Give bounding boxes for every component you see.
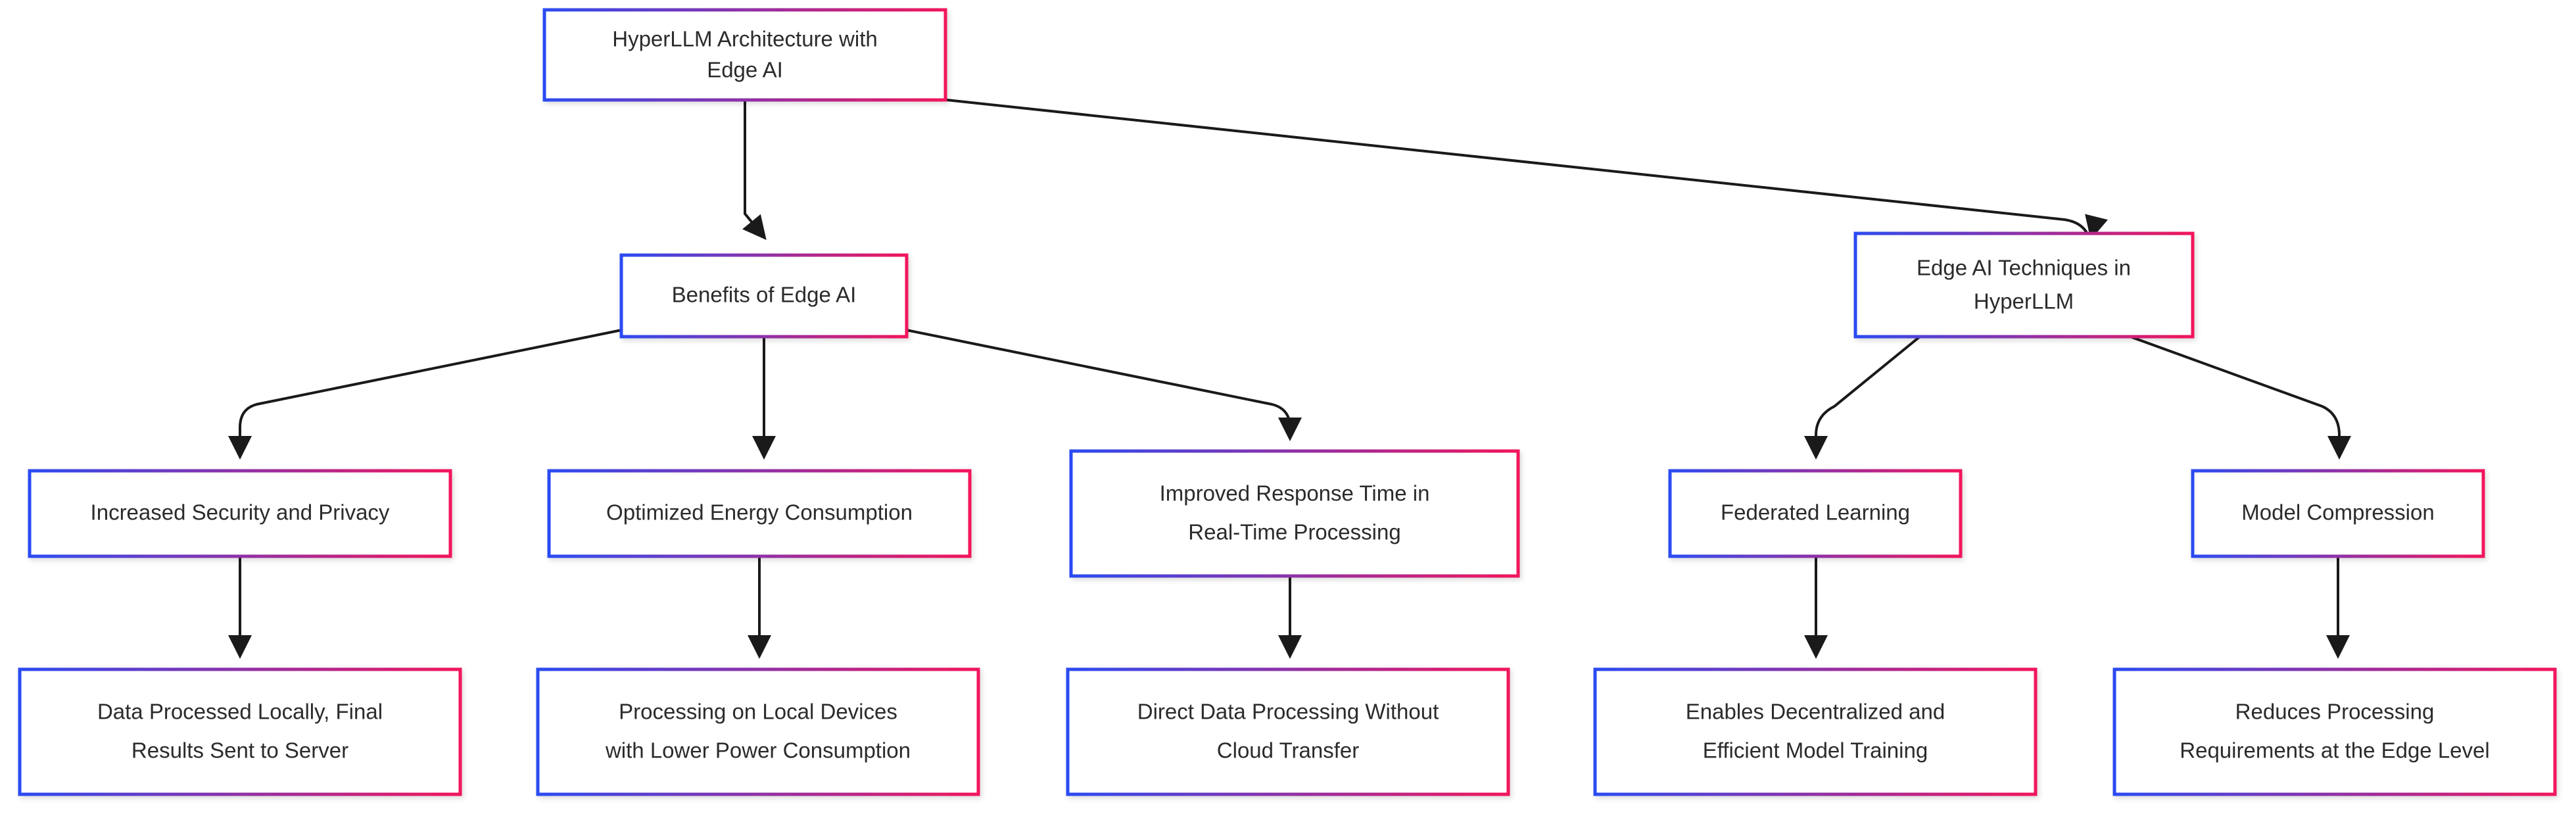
- node-compression-line1: Model Compression: [2241, 500, 2434, 525]
- node-energy-detail-line2: with Lower Power Consumption: [605, 738, 911, 763]
- node-root[interactable]: HyperLLM Architecture with Edge AI: [542, 8, 947, 102]
- node-federated[interactable]: Federated Learning: [1668, 469, 1963, 558]
- node-security[interactable]: Increased Security and Privacy: [28, 469, 452, 558]
- node-response-detail-box[interactable]: [1066, 667, 1510, 796]
- node-federated-detail-line2: Efficient Model Training: [1703, 738, 1928, 763]
- node-techniques-box[interactable]: [1853, 231, 2195, 339]
- node-compression[interactable]: Model Compression: [2191, 469, 2485, 558]
- node-root-line2: Edge AI: [707, 58, 783, 82]
- node-security-detail-line2: Results Sent to Server: [131, 738, 348, 763]
- node-security-detail-line1: Data Processed Locally, Final: [97, 700, 383, 724]
- edge-root-to-techniques: [946, 99, 2092, 251]
- edge-techniques-to-federated: [1804, 335, 1921, 460]
- node-root-line1: HyperLLM Architecture with: [612, 27, 878, 51]
- node-security-detail[interactable]: Data Processed Locally, Final Results Se…: [18, 667, 462, 796]
- node-energy-detail-line1: Processing on Local Devices: [619, 700, 897, 724]
- node-security-detail-box[interactable]: [18, 667, 462, 796]
- node-energy-line1: Optimized Energy Consumption: [606, 500, 913, 525]
- node-root-box[interactable]: [542, 8, 947, 102]
- node-security-line1: Increased Security and Privacy: [91, 500, 390, 525]
- node-benefits-box[interactable]: [619, 253, 909, 339]
- node-techniques-line1: Edge AI Techniques in: [1917, 256, 2131, 280]
- node-response-detail-line1: Direct Data Processing Without: [1137, 700, 1439, 724]
- node-compression-detail-box[interactable]: [2112, 667, 2557, 796]
- node-federated-detail-box[interactable]: [1593, 667, 2038, 796]
- node-federated-detail[interactable]: Enables Decentralized and Efficient Mode…: [1593, 667, 2038, 796]
- node-energy-detail[interactable]: Processing on Local Devices with Lower P…: [536, 667, 980, 796]
- node-techniques[interactable]: Edge AI Techniques in HyperLLM: [1853, 231, 2195, 339]
- node-security-box[interactable]: [28, 469, 452, 558]
- node-compression-detail-line1: Reduces Processing: [2235, 700, 2435, 724]
- node-compression-box[interactable]: [2191, 469, 2485, 558]
- node-benefits-line1: Benefits of Edge AI: [672, 283, 857, 307]
- node-layer: HyperLLM Architecture with Edge AI Benef…: [18, 8, 2557, 796]
- edge-benefits-to-response: [906, 329, 1302, 441]
- node-energy[interactable]: Optimized Energy Consumption: [547, 469, 972, 558]
- node-response-line2: Real-Time Processing: [1188, 520, 1400, 544]
- node-compression-detail-line2: Requirements at the Edge Level: [2180, 738, 2489, 763]
- node-federated-detail-line1: Enables Decentralized and: [1686, 700, 1945, 724]
- node-response[interactable]: Improved Response Time in Real-Time Proc…: [1069, 449, 1520, 578]
- node-response-box[interactable]: [1069, 449, 1520, 578]
- node-benefits[interactable]: Benefits of Edge AI: [619, 253, 909, 339]
- node-response-detail-line2: Cloud Transfer: [1217, 738, 1359, 763]
- node-compression-detail[interactable]: Reduces Processing Requirements at the E…: [2112, 667, 2557, 796]
- node-response-line1: Improved Response Time in: [1160, 481, 1430, 506]
- node-energy-box[interactable]: [547, 469, 972, 558]
- node-response-detail[interactable]: Direct Data Processing Without Cloud Tra…: [1066, 667, 1510, 796]
- edge-benefits-to-security: [228, 329, 622, 460]
- edge-root-to-benefits: [742, 100, 767, 240]
- node-techniques-line2: HyperLLM: [1974, 289, 2074, 314]
- node-federated-line1: Federated Learning: [1721, 500, 1910, 525]
- edge-techniques-to-compression: [2130, 335, 2351, 460]
- node-energy-detail-box[interactable]: [536, 667, 980, 796]
- node-federated-box[interactable]: [1668, 469, 1963, 558]
